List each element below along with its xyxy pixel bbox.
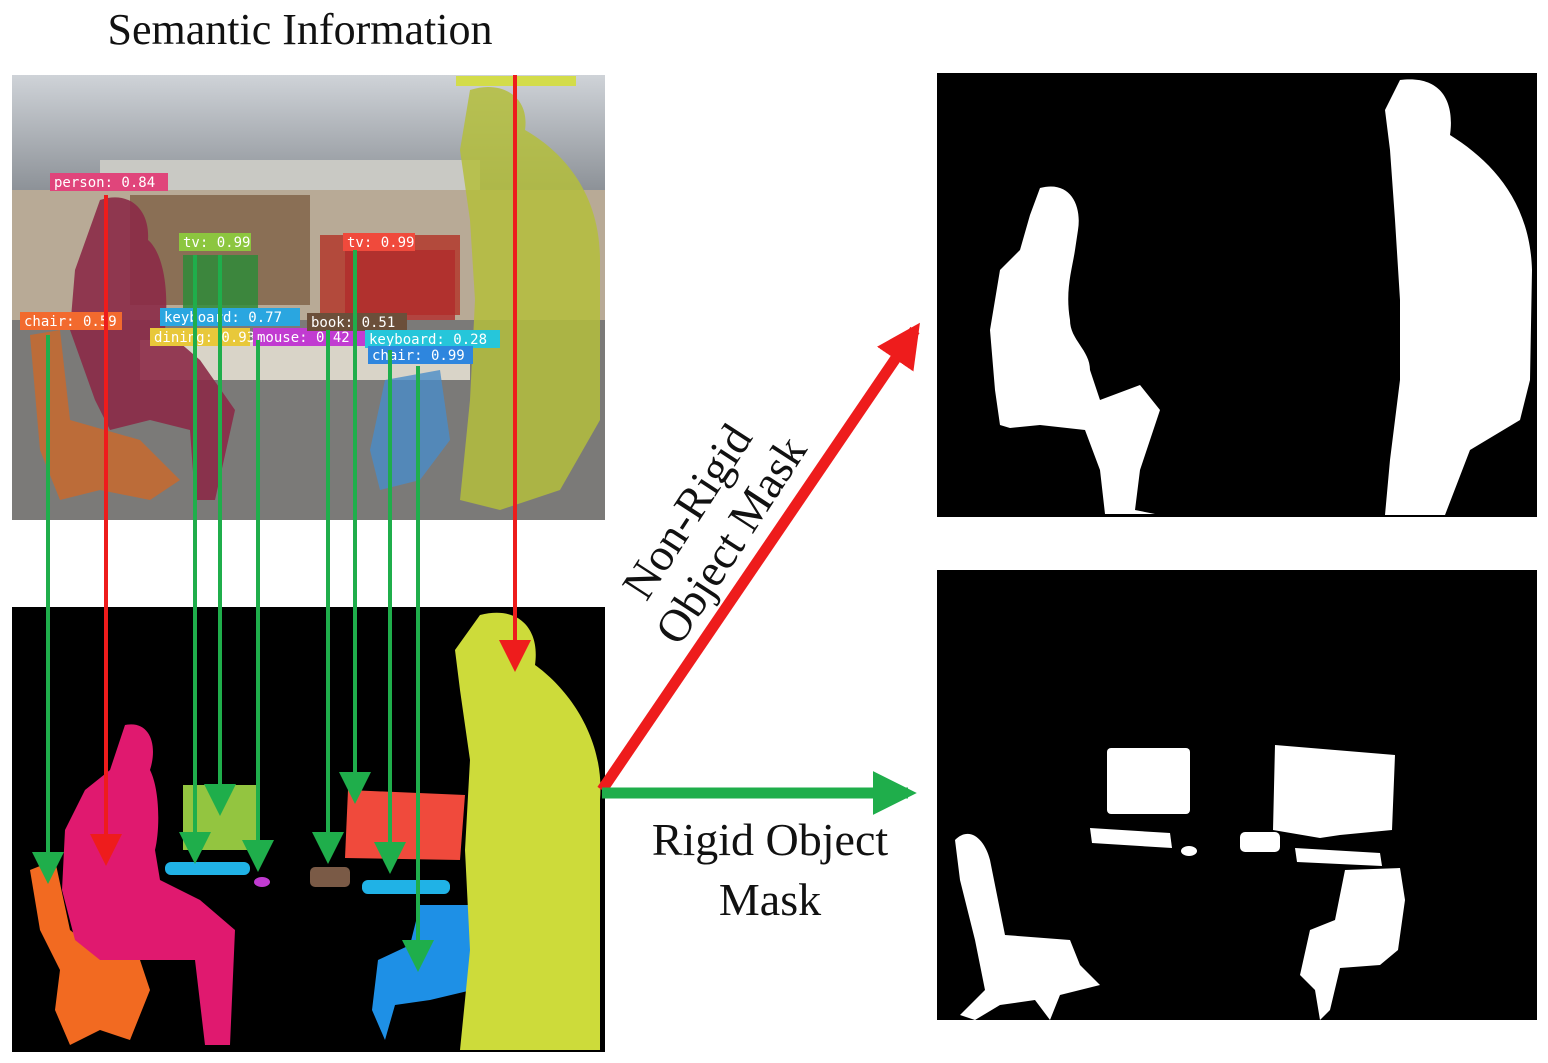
det-label-chair-right: chair: 0.99 xyxy=(372,348,465,364)
rigid-mask-mouse xyxy=(1181,846,1197,856)
connector-arrows xyxy=(32,75,531,972)
rigid-mask-book xyxy=(1240,832,1280,852)
mask-keyboard-left xyxy=(165,862,250,875)
rigid-mask-chair-left xyxy=(955,833,1100,1020)
mask-mouse xyxy=(254,877,270,887)
detection-photo: person: 0.84 tv: 0.99 tv: 0.99 chair: 0.… xyxy=(12,75,605,520)
rigid-mask-tv-right xyxy=(1273,745,1395,838)
det-label-bg-dining xyxy=(150,328,250,346)
det-label-bg-tv-right xyxy=(343,233,415,251)
non-rigid-mask-panel xyxy=(937,73,1537,517)
det-label-mouse: mouse: 0.42 xyxy=(257,330,350,346)
non-rigid-mask-standing-person xyxy=(1385,79,1532,515)
det-label-bg-person xyxy=(50,173,168,191)
non-rigid-arrow xyxy=(597,322,920,794)
mask-chair-right xyxy=(372,905,472,1040)
branch-arrows xyxy=(597,322,920,815)
rigid-mask-keyboard-left xyxy=(1090,828,1172,848)
rigid-mask-chair-right xyxy=(1300,868,1405,1020)
det-label-keyboard-2: keyboard: 0.28 xyxy=(369,332,487,348)
det-label-keyboard-1: keyboard: 0.77 xyxy=(164,310,282,326)
det-label-bg-chair-left xyxy=(20,312,122,330)
mask-keyboard-right xyxy=(362,880,450,894)
det-label-chair-left: chair: 0.59 xyxy=(24,314,117,330)
rigid-mask-keyboard-right xyxy=(1295,848,1382,866)
rigid-mask-tv-left xyxy=(1107,748,1190,814)
det-label-bg-mouse xyxy=(253,328,365,346)
det-label-tv-left: tv: 0.99 xyxy=(183,235,250,251)
non-rigid-mask-seated-person xyxy=(990,186,1160,514)
mask-chair-left xyxy=(30,860,150,1045)
rigid-label-line2: Mask xyxy=(719,874,821,925)
det-label-tv-right: tv: 0.99 xyxy=(347,235,414,251)
segmentation-masks xyxy=(12,607,605,1052)
rigid-label-line1: Rigid Object xyxy=(652,814,889,865)
rigid-mask-panel xyxy=(937,570,1537,1020)
mask-tv-right xyxy=(345,790,465,860)
det-label-dining: dining: 0.93 xyxy=(154,330,255,346)
mask-person-standing xyxy=(455,612,601,1050)
det-label-bg-keyboard-2 xyxy=(365,330,500,348)
det-label-person: person: 0.84 xyxy=(54,175,155,191)
det-label-bg-chair-right xyxy=(368,346,473,364)
det-label-bg-tv-left xyxy=(179,233,251,251)
mask-book xyxy=(310,867,350,887)
title-semantic-information: Semantic Information xyxy=(107,5,493,54)
